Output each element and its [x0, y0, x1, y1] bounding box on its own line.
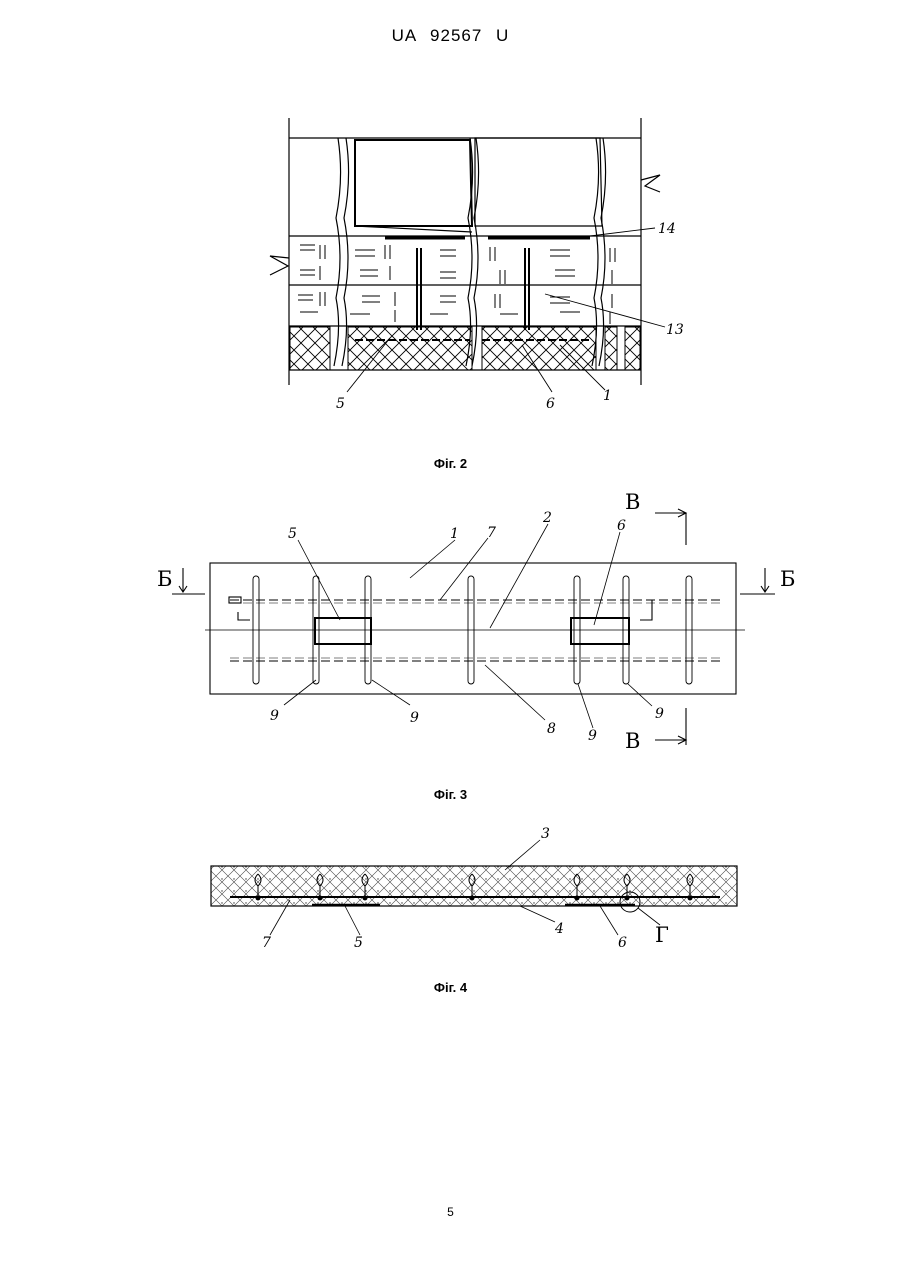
page-number: 5 — [0, 1205, 901, 1219]
figure-4-caption: Фіг. 4 — [0, 980, 901, 995]
fig2-label-1: 1 — [603, 388, 612, 404]
fig2-label-5: 5 — [336, 396, 345, 412]
figure-3-caption: Фіг. 3 — [0, 787, 901, 802]
fig2-label-6: 6 — [546, 396, 555, 412]
fig2-label-14: 14 — [658, 221, 676, 237]
fig2-label-13: 13 — [666, 322, 684, 338]
figure-2-caption: Фіг. 2 — [0, 456, 901, 471]
